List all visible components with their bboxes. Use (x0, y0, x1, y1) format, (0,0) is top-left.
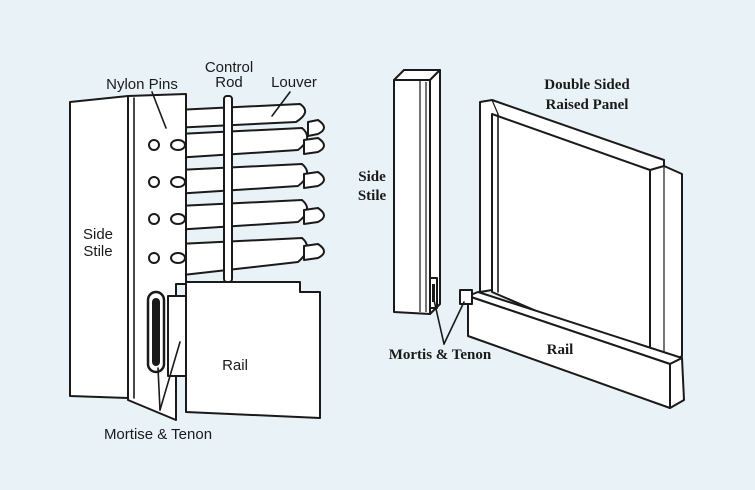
label-louver: Louver (271, 74, 317, 91)
label-side-stile-line1: Side (83, 226, 113, 243)
control-rod (223, 95, 233, 283)
label-right-side-stile-line1: Side (358, 169, 386, 185)
nylon-pins (148, 139, 186, 264)
label-right-rail: Rail (547, 342, 574, 358)
label-mortis-tenon: Mortis & Tenon (389, 347, 492, 363)
right-rail (459, 289, 685, 409)
label-control-rod-line1: Control (205, 59, 253, 76)
label-control-rod-line2: Rod (215, 74, 243, 91)
louver-1 (165, 103, 325, 137)
right-leader-lines (433, 299, 465, 345)
label-right-side-stile-line2: Stile (358, 188, 387, 204)
louver-4 (167, 199, 325, 231)
nylon-pin (148, 176, 160, 188)
nylon-pin (148, 213, 160, 225)
louver-2 (167, 127, 325, 159)
right-side-stile (393, 69, 441, 315)
label-side-stile-line2: Stile (83, 243, 112, 260)
nylon-pin (148, 252, 160, 264)
louvers (165, 103, 325, 277)
label-panel-line2: Raised Panel (546, 97, 629, 113)
nylon-pin (148, 139, 160, 151)
label-rail: Rail (222, 357, 248, 374)
mortise-and-tenon (146, 290, 187, 377)
label-panel-line1: Double Sided (544, 77, 630, 93)
louvered-shutter-diagram: Nylon Pins Control Rod Louver Side Stile… (69, 59, 325, 443)
label-nylon-pins: Nylon Pins (106, 76, 178, 93)
left-rail (185, 281, 321, 419)
louver-3 (167, 163, 325, 195)
louver-5 (167, 237, 325, 277)
label-mortise-tenon: Mortise & Tenon (104, 426, 212, 443)
raised-panel-diagram: Double Sided Raised Panel Side Stile Mor… (358, 69, 685, 409)
left-leader-lines (151, 91, 291, 411)
